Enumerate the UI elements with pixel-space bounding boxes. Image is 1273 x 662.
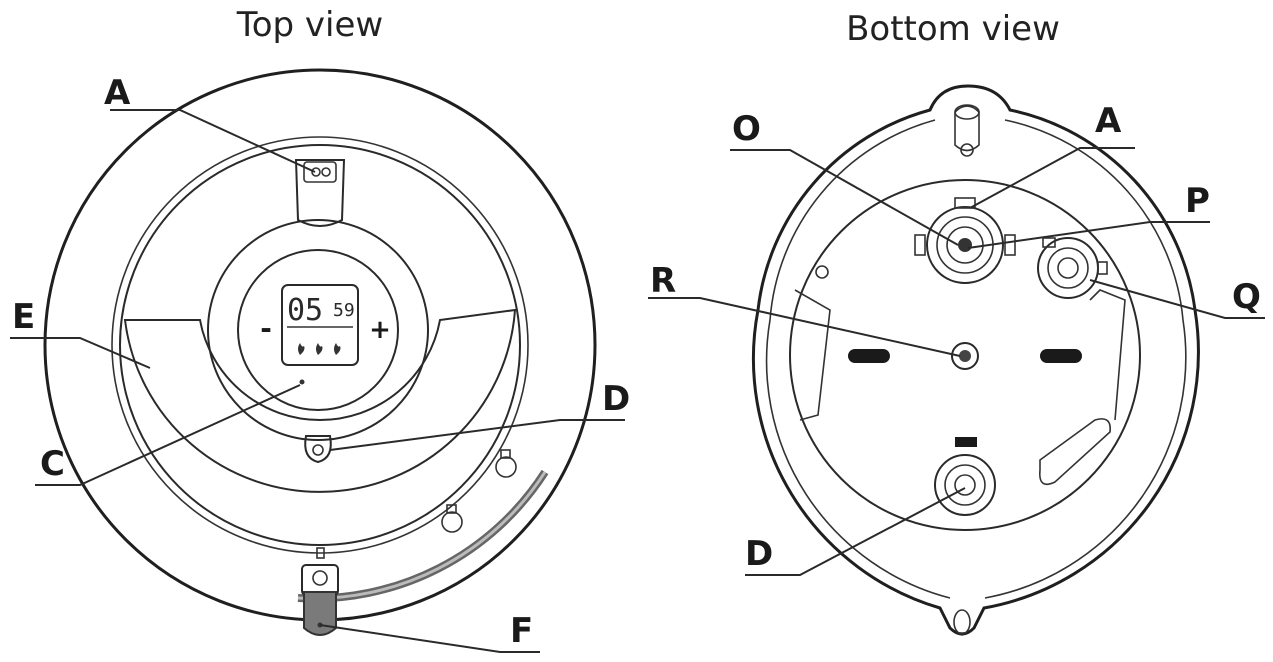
display-ring (237, 249, 399, 411)
top-outer-rim (43, 68, 597, 622)
label-a-bottom: A (1095, 101, 1122, 141)
bottom-view-title: Bottom view (846, 9, 1060, 49)
label-q: Q (1232, 277, 1261, 317)
center-housing (207, 219, 429, 441)
inner-plate (789, 179, 1141, 531)
lcd-display (281, 284, 359, 366)
top-inner-ring (119, 144, 521, 546)
slide-handle[interactable] (303, 591, 337, 636)
flame-icons (298, 343, 341, 355)
center-bolt (951, 342, 979, 370)
display-time-big: 05 (287, 293, 323, 328)
top-view-title: Top view (236, 5, 383, 45)
label-r: R (650, 261, 676, 301)
plus-button[interactable]: + (369, 315, 391, 345)
bottom-valve (934, 437, 996, 516)
lock-icons (441, 449, 517, 533)
label-d-top: D (602, 379, 630, 419)
label-f: F (510, 611, 533, 651)
top-knob (954, 104, 980, 157)
slot-left (848, 349, 890, 363)
minus-button[interactable]: - (260, 312, 272, 345)
display-time-small: 59 (333, 300, 355, 321)
label-e: E (12, 297, 35, 337)
top-latch (294, 159, 346, 227)
bottom-view: Bottom view (648, 9, 1265, 636)
pressure-valve (914, 197, 1016, 284)
top-view: Top view 05 59 - + (10, 5, 630, 653)
label-o: O (732, 109, 761, 149)
slot-right (1040, 349, 1082, 363)
label-a-top: A (104, 73, 131, 113)
slide-plate (123, 308, 517, 493)
label-p: P (1185, 181, 1210, 221)
label-c: C (40, 444, 65, 484)
label-d-bottom: D (745, 534, 773, 574)
safety-valve (1037, 237, 1108, 299)
oval-slot (1038, 418, 1112, 486)
top-valve (304, 435, 332, 464)
